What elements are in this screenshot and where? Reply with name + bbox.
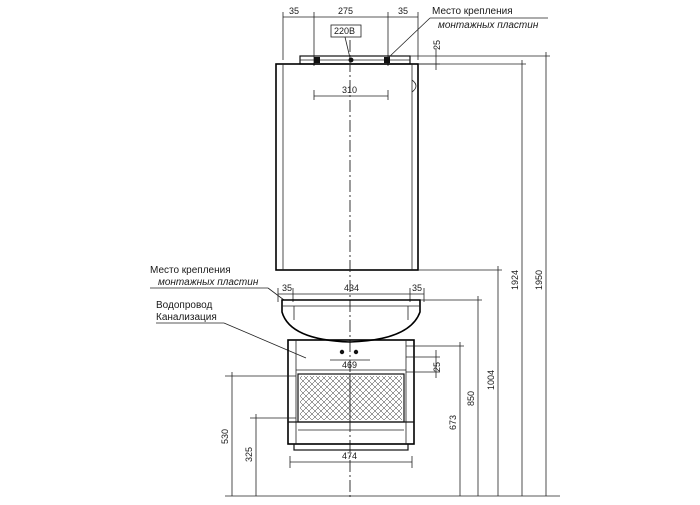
vanity-dim-673: 673 xyxy=(448,415,458,430)
vanity-dim-1950: 1950 xyxy=(534,270,544,290)
mount-plate-right xyxy=(384,57,390,63)
mount-plate-left xyxy=(314,57,320,63)
hatch-line xyxy=(353,375,399,421)
vanity-body xyxy=(287,339,415,445)
voltage-box xyxy=(330,24,362,38)
hatch-line xyxy=(363,375,403,415)
hatch-line xyxy=(299,375,315,391)
hatch-line xyxy=(375,375,403,403)
hatch-line xyxy=(345,375,391,421)
hatch-line xyxy=(321,375,367,421)
cabinet-dim-offset: 25 xyxy=(432,40,442,50)
hatch-line xyxy=(303,375,349,421)
hatch-line xyxy=(381,375,403,397)
floor-and-left-dims: 530 325 xyxy=(220,372,560,497)
hatch-line xyxy=(299,375,321,397)
hatch-line xyxy=(341,375,387,421)
vanity-water-label: Водопровод xyxy=(156,300,212,311)
hatch-line xyxy=(299,375,303,379)
cabinet-dim-left: 35 xyxy=(289,6,299,16)
hatch-line xyxy=(399,375,403,379)
cabinet-mount-sub: монтажных пластин xyxy=(438,20,539,31)
hatch-line xyxy=(299,375,339,415)
cabinet-voltage: 220В xyxy=(334,26,355,36)
vanity-dim-offset: 25 xyxy=(432,362,442,372)
vanity-dim-inner: 469 xyxy=(342,360,357,370)
hatch-line xyxy=(369,375,403,409)
hatch-line xyxy=(393,375,403,385)
hatch-line xyxy=(299,375,345,421)
hatch-line xyxy=(335,375,381,421)
vanity-dim-middle: 434 xyxy=(344,283,359,293)
hatch-line xyxy=(315,375,361,421)
hatch-line xyxy=(329,375,375,421)
hatch-line xyxy=(333,375,379,421)
vanity-unit: Место крепления монтажных пластин Водопр… xyxy=(150,265,442,468)
vanity-dim-left: 35 xyxy=(282,283,292,293)
hatch-line xyxy=(299,375,327,403)
hatch-line xyxy=(299,375,333,409)
vanity-dim-1924: 1924 xyxy=(510,270,520,290)
vanity-mount-title: Место крепления xyxy=(150,265,231,276)
hatch-line xyxy=(309,375,355,421)
vanity-dim-850: 850 xyxy=(466,391,476,406)
sink-basin xyxy=(281,299,421,343)
drawer-hatch xyxy=(299,375,403,421)
cabinet-hinge xyxy=(411,79,417,93)
vanity-plinth xyxy=(293,443,409,451)
cabinet-dim-middle: 275 xyxy=(338,6,353,16)
vanity-sewer-label: Канализация xyxy=(156,312,217,323)
hatch-line xyxy=(339,375,385,421)
vanity-dim-325: 325 xyxy=(244,447,254,462)
hatch-line xyxy=(317,375,363,421)
vanity-dim-base: 474 xyxy=(342,451,357,461)
right-height-dims: 673 850 1004 1924 1950 xyxy=(406,52,550,496)
vanity-dim-right: 35 xyxy=(412,283,422,293)
hatch-line xyxy=(323,375,369,421)
hatch-line xyxy=(347,375,393,421)
cabinet-body xyxy=(275,63,419,271)
water-pipe-icon xyxy=(353,349,359,355)
hatch-line xyxy=(299,375,309,385)
hatch-line xyxy=(311,375,357,421)
hatch-line xyxy=(351,375,397,421)
cabinet-dim-width: 310 xyxy=(342,85,357,95)
water-pipe-icon xyxy=(339,349,345,355)
hatch-line xyxy=(387,375,403,391)
vanity-dim-1004: 1004 xyxy=(486,370,496,390)
cabinet-dim-right: 35 xyxy=(398,6,408,16)
upper-cabinet: 35 275 35 220В Место крепления монтажных… xyxy=(275,6,548,271)
vanity-mount-sub: монтажных пластин xyxy=(158,277,259,288)
cabinet-mount-title: Место крепления xyxy=(432,6,513,17)
hatch-line xyxy=(305,375,351,421)
vanity-dim-530: 530 xyxy=(220,429,230,444)
power-outlet-icon xyxy=(348,57,354,63)
hatch-line xyxy=(357,375,403,421)
